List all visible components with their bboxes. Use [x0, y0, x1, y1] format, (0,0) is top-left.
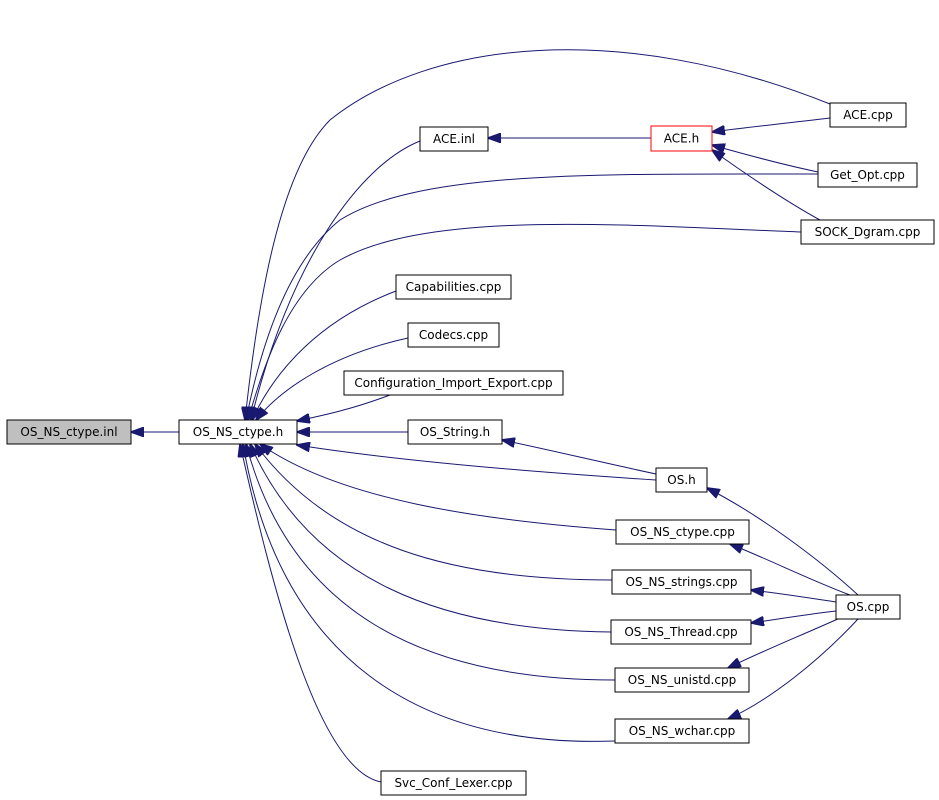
edge-svc-conf-lexer-cpp-to-os-ns-ctype-h — [240, 444, 382, 783]
edge-os-cpp-to-os-ns-wchar-cpp — [728, 618, 859, 719]
edge-ace-cpp-to-os-ns-ctype-h — [245, 49, 831, 420]
node-svc-conf-lexer-cpp[interactable]: Svc_Conf_Lexer.cpp — [380, 770, 527, 796]
edge-configuration-import-export-cpp-to-os-ns-ctype-h — [297, 394, 391, 421]
node-box — [407, 419, 503, 445]
edge-os-ns-strings-cpp-to-os-ns-ctype-h — [255, 444, 613, 581]
node-label: OS_NS_unistd.cpp — [628, 673, 736, 687]
edge-os-cpp-to-os-ns-strings-cpp — [751, 590, 837, 603]
node-os-ns-wchar-cpp[interactable]: OS_NS_wchar.cpp — [614, 718, 750, 744]
edge-os-h-to-os-ns-ctype-h — [297, 445, 657, 481]
node-box — [343, 370, 564, 396]
node-os-ns-ctype-h[interactable]: OS_NS_ctype.h — [178, 419, 298, 445]
edge-os-ns-thread-cpp-to-os-ns-ctype-h — [250, 444, 612, 633]
node-label: Configuration_Import_Export.cpp — [354, 376, 552, 390]
node-label: ACE.cpp — [843, 108, 893, 122]
edge-os-cpp-to-os-ns-ctype-cpp — [730, 544, 851, 596]
node-configuration-import-export-cpp[interactable]: Configuration_Import_Export.cpp — [343, 370, 564, 396]
node-box — [610, 619, 752, 645]
edge-os-ns-ctype-cpp-to-os-ns-ctype-h — [260, 444, 617, 531]
node-box — [817, 162, 918, 188]
edge-sock-dgram-cpp-to-ace-h — [712, 150, 821, 221]
node-box — [615, 519, 750, 545]
node-label: OS_NS_strings.cpp — [625, 575, 737, 589]
node-box — [419, 126, 489, 152]
node-ace-h[interactable]: ACE.h — [650, 125, 713, 152]
node-ace-inl[interactable]: ACE.inl — [419, 126, 489, 152]
node-label: OS.h — [667, 473, 695, 487]
node-label: SOCK_Dgram.cpp — [815, 225, 921, 239]
node-label: Get_Opt.cpp — [830, 168, 905, 182]
node-os-ns-ctype-inl: OS_NS_ctype.inl — [6, 419, 132, 445]
edge-ace-cpp-to-ace-h — [712, 117, 831, 132]
node-label: OS_NS_ctype.inl — [20, 425, 117, 439]
node-box — [178, 419, 298, 445]
node-label: Svc_Conf_Lexer.cpp — [394, 776, 512, 790]
edge-os-ns-unistd-cpp-to-os-ns-ctype-h — [246, 444, 616, 681]
node-label: ACE.h — [664, 132, 699, 146]
node-codecs-cpp[interactable]: Codecs.cpp — [407, 322, 500, 348]
node-os-h[interactable]: OS.h — [655, 467, 708, 493]
node-box — [6, 419, 132, 445]
edge-capabilities-cpp-to-os-ns-ctype-h — [252, 290, 397, 420]
node-label: ACE.inl — [433, 132, 475, 146]
node-box — [611, 569, 752, 595]
node-label: OS_NS_ctype.h — [193, 425, 283, 439]
edge-os-cpp-to-os-ns-unistd-cpp — [728, 617, 841, 668]
edge-codecs-cpp-to-os-ns-ctype-h — [256, 337, 409, 420]
node-label: OS.cpp — [847, 600, 890, 614]
node-get-opt-cpp[interactable]: Get_Opt.cpp — [817, 162, 918, 188]
node-box — [614, 667, 750, 693]
edge-os-cpp-to-os-ns-thread-cpp — [751, 610, 837, 623]
node-os-ns-thread-cpp[interactable]: OS_NS_Thread.cpp — [610, 619, 752, 645]
edge-get-opt-cpp-to-ace-h — [712, 145, 819, 173]
node-os-ns-strings-cpp[interactable]: OS_NS_strings.cpp — [611, 569, 752, 595]
node-label: Capabilities.cpp — [406, 280, 502, 294]
node-box — [407, 322, 500, 348]
node-box — [650, 125, 713, 152]
node-label: OS_NS_wchar.cpp — [629, 724, 736, 738]
node-os-cpp[interactable]: OS.cpp — [835, 594, 901, 620]
node-box — [655, 467, 708, 493]
node-ace-cpp[interactable]: ACE.cpp — [829, 102, 907, 128]
node-label: OS_NS_ctype.cpp — [630, 525, 735, 539]
node-box — [395, 274, 512, 300]
node-os-ns-ctype-cpp[interactable]: OS_NS_ctype.cpp — [615, 519, 750, 545]
node-label: OS_String.h — [420, 425, 490, 439]
node-label: Codecs.cpp — [419, 328, 488, 342]
node-box — [380, 770, 527, 796]
node-capabilities-cpp[interactable]: Capabilities.cpp — [395, 274, 512, 300]
edge-os-h-to-os-string-h — [502, 440, 657, 475]
node-box — [800, 219, 935, 245]
node-sock-dgram-cpp[interactable]: SOCK_Dgram.cpp — [800, 219, 935, 245]
node-box — [829, 102, 907, 128]
edge-get-opt-cpp-to-os-ns-ctype-h — [246, 173, 819, 420]
edge-os-ns-wchar-cpp-to-os-ns-ctype-h — [243, 444, 616, 742]
node-os-string-h[interactable]: OS_String.h — [407, 419, 503, 445]
edge-os-cpp-to-os-h — [707, 488, 859, 596]
node-box — [614, 718, 750, 744]
node-os-ns-unistd-cpp[interactable]: OS_NS_unistd.cpp — [614, 667, 750, 693]
node-box — [835, 594, 901, 620]
edge-sock-dgram-cpp-to-os-ns-ctype-h — [248, 223, 802, 420]
node-label: OS_NS_Thread.cpp — [624, 625, 737, 639]
